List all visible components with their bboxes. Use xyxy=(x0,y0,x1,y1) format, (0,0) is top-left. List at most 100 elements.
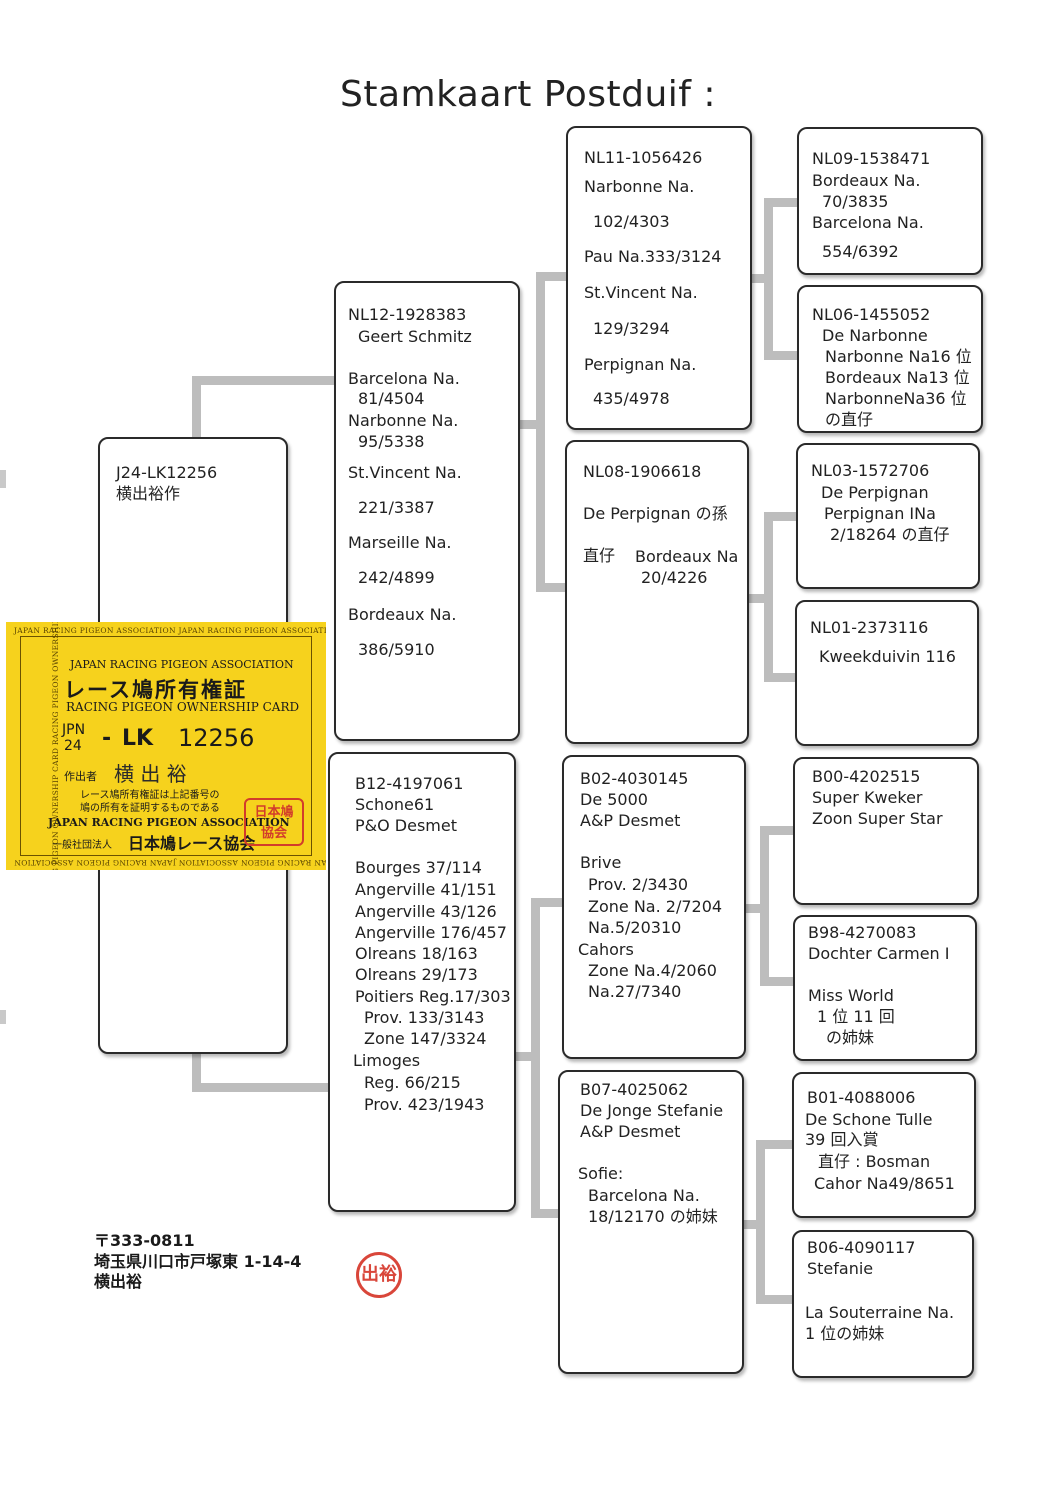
pigeon-box-ds-dam: B98-4270083 Dochter Carmen I Miss World … xyxy=(793,915,977,1061)
pedigree-line: 386/5910 xyxy=(358,640,435,659)
card-breeder-label: 作出者 xyxy=(64,770,97,783)
pedigree-line: Olreans 18/163 xyxy=(355,944,478,963)
connector-sd-up xyxy=(764,512,799,521)
ring-number: B06-4090117 xyxy=(807,1238,916,1257)
pedigree-line: Poitiers Reg.17/303 xyxy=(355,987,511,1006)
connector-sire-up xyxy=(536,272,568,281)
ring-number: B98-4270083 xyxy=(808,923,917,942)
pedigree-line: 95/5338 xyxy=(358,432,425,451)
pigeon-box-sire: NL12-1928383 Geert Schmitz Barcelona Na.… xyxy=(334,281,520,741)
pigeon-box-sire-sire: NL11-1056426 Narbonne Na. 102/4303 Pau N… xyxy=(566,126,752,430)
pedigree-line: Sofie: xyxy=(578,1164,624,1183)
page-title: Stamkaart Postduif : xyxy=(340,74,717,115)
pedigree-line: Schone61 xyxy=(355,795,435,814)
pedigree-line: 435/4978 xyxy=(593,389,670,408)
pedigree-line: Geert Schmitz xyxy=(358,327,472,346)
connector-dd-up xyxy=(756,1140,794,1149)
pedigree-line: Zone Na. 2/7204 xyxy=(588,897,723,916)
ring-number: NL09-1538471 xyxy=(812,149,931,168)
pedigree-line: Olreans 29/173 xyxy=(355,965,478,984)
pedigree-line: Miss World xyxy=(808,986,894,1005)
pedigree-line: Cahor Na49/8651 xyxy=(814,1174,955,1193)
pedigree-line: A&P Desmet xyxy=(580,811,681,830)
connector-ds-up xyxy=(760,826,796,835)
street-address: 埼玉県川口市戸塚東 1-14-4 xyxy=(94,1252,302,1271)
pedigree-line: 39 回入賞 xyxy=(805,1130,879,1149)
ring-number: B02-4030145 xyxy=(580,769,689,788)
card-issuer-jp: 日本鳩レース協会 xyxy=(128,834,256,853)
pedigree-line: Super Kweker xyxy=(812,788,923,807)
pedigree-line: De Narbonne xyxy=(822,326,928,345)
pigeon-box-dam-sire: B02-4030145 De 5000 A&P Desmet Brive Pro… xyxy=(562,755,746,1059)
pigeon-box-ss-dam: NL06-1455052 De Narbonne Narbonne Na16 位… xyxy=(797,285,983,433)
pedigree-line: Pau Na.333/3124 xyxy=(584,247,722,266)
pedigree-line: 102/4303 xyxy=(593,212,670,231)
pedigree-line: Prov. 133/3143 xyxy=(364,1008,485,1027)
connector-ss-down xyxy=(764,351,800,360)
pedigree-line: Bordeaux Na xyxy=(635,547,739,566)
pedigree-line: Brive xyxy=(580,853,622,872)
owner-name: 横出裕 xyxy=(94,1272,143,1291)
pedigree-line: Bordeaux Na. xyxy=(348,605,457,624)
pigeon-box-dam-dam: B07-4025062 De Jonge Stefanie A&P Desmet… xyxy=(558,1070,744,1374)
card-year: 24 xyxy=(64,738,82,754)
card-frame-left: RACING PIGEON OWNERSHIP CARD RACING PIGE… xyxy=(50,622,60,870)
card-issuer-en: JAPAN RACING PIGEON ASSOCIATION xyxy=(48,816,290,829)
pedigree-line: Barcelona Na. xyxy=(812,213,924,232)
card-country: JPN xyxy=(62,722,86,738)
pedigree-line: 81/4504 xyxy=(358,389,425,408)
card-separator: - xyxy=(102,726,112,751)
connector-sire-horizontal xyxy=(519,420,545,429)
pedigree-line: Narbonne Na. xyxy=(348,411,459,430)
connector-dd-down xyxy=(756,1295,794,1304)
card-frame-bottom: JAPAN RACING PIGEON ASSOCIATION JAPAN RA… xyxy=(14,858,326,867)
ring-number: NL01-2373116 xyxy=(810,618,929,637)
pedigree-line: Angerville 41/151 xyxy=(355,880,497,899)
ring-number: J24-LK12256 xyxy=(116,463,218,482)
ring-number: B00-4202515 xyxy=(812,767,921,786)
connector-ds-in xyxy=(745,904,765,913)
pedigree-line: 20/4226 xyxy=(641,568,708,587)
pigeon-box-sire-dam: NL08-1906618 De Perpignan の孫 直仔 Bordeaux… xyxy=(565,440,749,744)
card-series: LK xyxy=(122,726,154,751)
connector-dam-horizontal xyxy=(514,1052,540,1061)
pedigree-line: Perpignan Na. xyxy=(584,355,697,374)
connector-sd-down xyxy=(764,673,799,682)
pedigree-line: 1 位の姉妹 xyxy=(805,1324,885,1343)
ring-number: B12-4197061 xyxy=(355,774,464,793)
pedigree-line: Perpignan INa xyxy=(824,504,936,523)
pedigree-line: 2/18264 の直仔 xyxy=(830,525,950,544)
card-org-en: JAPAN RACING PIGEON ASSOCIATION xyxy=(70,658,294,671)
card-frame-top: JAPAN RACING PIGEON ASSOCIATION JAPAN RA… xyxy=(14,626,326,635)
ring-number: NL08-1906618 xyxy=(583,462,702,481)
connector-ss-vertical xyxy=(764,198,773,360)
ring-number: B07-4025062 xyxy=(580,1080,689,1099)
breeder-line: 横出裕作 xyxy=(116,484,181,503)
pedigree-line: Na.27/7340 xyxy=(588,982,682,1001)
connector-ss-up xyxy=(764,198,800,207)
postal-code: 〒333-0811 xyxy=(94,1231,195,1250)
card-issuer-prefix: 一般社団法人 xyxy=(52,840,112,851)
pedigree-line: の直仔 xyxy=(825,410,874,429)
card-border xyxy=(20,636,312,856)
card-title-jp: レース鳩所有権証 xyxy=(64,678,247,702)
connector-sd-vertical xyxy=(764,512,773,682)
pigeon-box-sd-dam: NL01-2373116 Kweekduivin 116 xyxy=(795,600,979,746)
pedigree-line: 70/3835 xyxy=(822,192,889,211)
pedigree-line: De 5000 xyxy=(580,790,648,809)
pedigree-line: De Schone Tulle xyxy=(805,1110,933,1129)
pedigree-line: Zone Na.4/2060 xyxy=(588,961,717,980)
pedigree-line: 221/3387 xyxy=(358,498,435,517)
pedigree-line: Limoges xyxy=(353,1051,421,1070)
pedigree-line: Barcelona Na. xyxy=(348,369,460,388)
hanko-seal: 出裕 xyxy=(356,1252,402,1298)
connector-ds-down xyxy=(760,977,796,986)
connector-dam-down xyxy=(531,1209,562,1218)
pedigree-line: P&O Desmet xyxy=(355,816,458,835)
pedigree-line: De Perpignan の孫 xyxy=(583,504,728,523)
pedigree-line: De Jonge Stefanie xyxy=(580,1101,724,1120)
pedigree-line: 18/12170 の姉妹 xyxy=(588,1207,718,1226)
pigeon-box-ds-sire: B00-4202515 Super Kweker Zoon Super Star xyxy=(793,757,979,905)
card-note-line1: レース鳩所有権証は上記番号の xyxy=(80,790,220,801)
connector-sire-down xyxy=(536,583,568,592)
